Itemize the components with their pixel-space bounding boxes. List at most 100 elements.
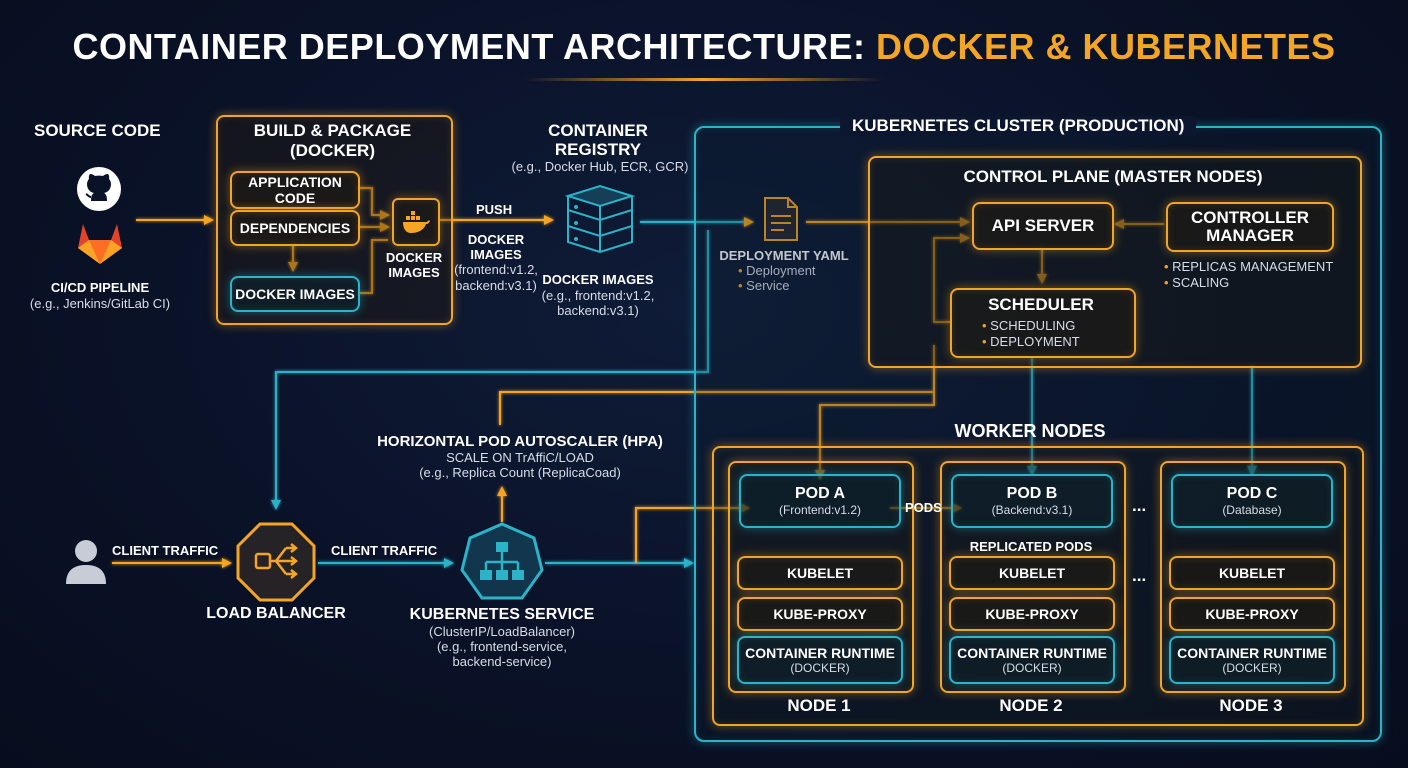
pod-2-box[interactable]: POD B(Backend:v3.1) [951,474,1113,528]
kubelet-3-box[interactable]: KUBELET [1169,556,1335,590]
container-runtime-3-box[interactable]: CONTAINER RUNTIME(DOCKER) [1169,636,1335,684]
github-icon [76,166,122,212]
kubelet-2-box[interactable]: KUBELET [949,556,1115,590]
controller-line1: CONTROLLER [1190,208,1310,227]
scheduler-item-scheduling: • SCHEDULING [982,318,1076,333]
deployment-yaml-label: DEPLOYMENT YAML [719,248,849,263]
node-1-label: NODE 1 [787,696,851,715]
cluster-heading: KUBERNETES CLUSTER (PRODUCTION) [840,116,1197,136]
application-code-box[interactable]: APPLICATION CODE [230,171,360,209]
user-icon [64,538,108,586]
load-balancer-label: LOAD BALANCER [206,605,346,622]
pods-label: PODS [905,500,942,515]
title-accent: DOCKER & KUBERNETES [875,26,1336,67]
docker-side-line2: IMAGES [388,265,440,280]
deployment-item-deployment: • Deployment [738,263,816,278]
hpa-sub2: (e.g., Replica Count (ReplicaCoad) [419,465,621,480]
push-images-line2: IMAGES [470,247,522,262]
container-runtime-1-box[interactable]: CONTAINER RUNTIME(DOCKER) [737,636,903,684]
kube-proxy-1-label: KUBE-PROXY [773,606,867,622]
node-3-label: NODE 3 [1219,696,1283,715]
push-label: PUSH [476,202,513,217]
controller-line2: MANAGER [1206,226,1294,245]
title-underline [524,78,884,81]
pod-1-sub: (Frontend:v1.2) [778,502,862,517]
pod-1-box[interactable]: POD A(Frontend:v1.2) [739,474,901,528]
title-main: CONTAINER DEPLOYMENT ARCHITECTURE: [72,26,876,67]
cicd-label: CI/CD PIPELINE [50,280,150,295]
service-sub2: (e.g., frontend-service, [436,639,568,654]
node-3-panel [1160,461,1346,693]
pod-3-box[interactable]: POD C(Database) [1171,474,1333,528]
kube-proxy-3-label: KUBE-PROXY [1205,606,1299,622]
ellipsis-top: ... [1132,496,1147,515]
kube-proxy-2-box[interactable]: KUBE-PROXY [949,597,1115,631]
node-1-panel [728,461,914,693]
source-code-heading: SOURCE CODE [34,121,161,140]
container-runtime-1-label: CONTAINER RUNTIME [745,644,895,661]
client-traffic-label-2: CLIENT TRAFFIC [331,543,438,558]
cicd-sub: (e.g., Jenkins/GitLab CI) [29,296,171,311]
document-icon [762,196,800,242]
application-code-line2: CODE [274,190,316,206]
node-2-panel [940,461,1126,693]
worker-nodes-panel [712,446,1364,726]
container-runtime-2-box[interactable]: CONTAINER RUNTIME(DOCKER) [949,636,1115,684]
database-stack-icon [562,182,638,264]
dependencies-label: DEPENDENCIES [239,220,351,236]
registry-images-label: DOCKER IMAGES [542,272,654,287]
push-tags-line1: (frontend:v1.2, [454,262,538,277]
build-heading-line2: (DOCKER) [290,141,375,160]
kube-proxy-2-label: KUBE-PROXY [985,606,1079,622]
client-traffic-label-1: CLIENT TRAFFIC [112,543,219,558]
load-balancer-icon[interactable] [236,522,316,602]
pod-2-sub: (Backend:v3.1) [991,502,1073,517]
ellipsis-bottom: ... [1132,566,1147,585]
docker-images-label: DOCKER IMAGES [235,286,355,302]
docker-images-box[interactable]: DOCKER IMAGES [230,276,360,312]
docker-side-line1: DOCKER [385,250,443,265]
application-code-line1: APPLICATION [248,174,342,190]
docker-icon [392,198,440,246]
service-sub1: (ClusterIP/LoadBalancer) [429,624,575,639]
node-2-label: NODE 2 [999,696,1063,715]
container-runtime-2-label: CONTAINER RUNTIME [957,644,1107,661]
push-tags-line2: backend:v3.1) [455,278,537,293]
scheduler-box[interactable] [950,288,1136,358]
page-title: CONTAINER DEPLOYMENT ARCHITECTURE: DOCKE… [0,26,1408,68]
scheduler-label: SCHEDULER [988,295,1094,314]
hpa-sub1: SCALE ON TrAffiC/LOAD [446,450,594,465]
hpa-heading: HORIZONTAL POD AUTOSCALER (HPA) [377,433,663,450]
kubelet-2-label: KUBELET [998,565,1066,581]
replicated-pods-label: REPLICATED PODS [969,539,1093,554]
pod-2-label: POD B [1006,484,1058,502]
container-runtime-3-label: CONTAINER RUNTIME [1177,644,1327,661]
pod-3-sub: (Database) [1222,502,1282,517]
registry-images-line2: backend:v3.1) [557,303,639,318]
kubernetes-service-icon[interactable] [460,522,544,602]
kube-proxy-1-box[interactable]: KUBE-PROXY [737,597,903,631]
deployment-item-service: • Service [738,278,790,293]
pod-1-label: POD A [794,484,846,502]
build-heading-line1: BUILD & PACKAGE [253,121,412,140]
control-plane-heading: CONTROL PLANE (MASTER NODES) [963,167,1263,186]
registry-sub: (e.g., Docker Hub, ECR, GCR) [511,159,689,174]
kubelet-1-label: KUBELET [786,565,854,581]
kube-proxy-3-box[interactable]: KUBE-PROXY [1169,597,1335,631]
service-sub3: backend-service) [452,654,552,669]
pod-3-label: POD C [1226,484,1278,502]
registry-heading-line2: REGISTRY [554,140,642,159]
kubelet-1-box[interactable]: KUBELET [737,556,903,590]
container-runtime-2-sub: (DOCKER) [1002,660,1062,675]
gitlab-icon [74,218,126,266]
registry-images-line1: (e.g., frontend:v1.2, [541,288,655,303]
registry-heading-line1: CONTAINER [548,121,648,140]
container-runtime-3-sub: (DOCKER) [1222,660,1282,675]
api-server-box[interactable]: API SERVER [972,202,1114,250]
controller-item-scaling: • SCALING [1164,275,1230,290]
kubelet-3-label: KUBELET [1218,565,1286,581]
kubernetes-service-label: KUBERNETES SERVICE [409,606,595,623]
dependencies-box[interactable]: DEPENDENCIES [230,210,360,246]
controller-manager-box[interactable]: CONTROLLER MANAGER [1166,202,1334,252]
